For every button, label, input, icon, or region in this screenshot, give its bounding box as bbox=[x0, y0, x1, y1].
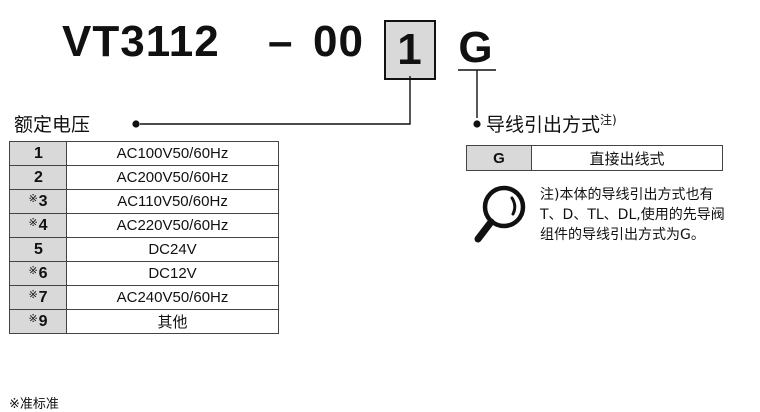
lead-title-note: 注) bbox=[600, 113, 617, 127]
voltage-value-cell: 其他 bbox=[66, 309, 279, 334]
voltage-code-cell: ※7 bbox=[9, 285, 67, 310]
voltage-code: 2 bbox=[34, 168, 43, 186]
footnote: ※准标准 bbox=[9, 397, 59, 412]
note-line: 注)本体的导线引出方式也有 bbox=[540, 187, 714, 203]
model-zeros: 00 bbox=[313, 17, 364, 66]
voltage-section-title: 额定电压 bbox=[14, 110, 90, 137]
voltage-value-cell: AC110V50/60Hz bbox=[66, 189, 279, 214]
voltage-value-cell: AC220V50/60Hz bbox=[66, 213, 279, 238]
note-line: T、D、TL、DL,使用的先导阀 bbox=[540, 207, 725, 223]
voltage-code-cell: ※3 bbox=[9, 189, 67, 214]
table-row: 5 DC24V bbox=[9, 237, 279, 262]
voltage-code-cell: 5 bbox=[9, 237, 67, 262]
voltage-code: 5 bbox=[34, 240, 43, 258]
voltage-code: 4 bbox=[38, 217, 48, 234]
lead-leader-dot bbox=[473, 120, 481, 128]
voltage-code-cell: ※6 bbox=[9, 261, 67, 286]
voltage-code-cell: 2 bbox=[9, 165, 67, 190]
voltage-value-cell: AC100V50/60Hz bbox=[66, 141, 279, 166]
voltage-code-cell: 1 bbox=[9, 141, 67, 166]
voltage-code: 9 bbox=[38, 313, 48, 330]
voltage-code: 1 bbox=[34, 144, 43, 162]
voltage-leader-dot bbox=[132, 120, 140, 128]
lead-code-cell: G bbox=[466, 145, 532, 171]
semi-standard-mark: ※ bbox=[28, 289, 38, 301]
lead-value-cell: 直接出线式 bbox=[531, 145, 723, 171]
semi-standard-mark: ※ bbox=[28, 313, 38, 325]
semi-standard-mark: ※ bbox=[28, 217, 38, 229]
voltage-value-cell: DC12V bbox=[66, 261, 279, 286]
voltage-value-cell: AC240V50/60Hz bbox=[66, 285, 279, 310]
magnifier-icon bbox=[474, 185, 526, 243]
model-dash: – bbox=[268, 17, 294, 66]
note-line: 组件的导线引出方式为G。 bbox=[540, 227, 705, 243]
table-row: 1 AC100V50/60Hz bbox=[9, 141, 279, 166]
voltage-code: 6 bbox=[38, 265, 48, 282]
voltage-code: 3 bbox=[38, 193, 48, 210]
voltage-code-cell: ※4 bbox=[9, 213, 67, 238]
voltage-title-text: 额定电压 bbox=[14, 114, 91, 136]
note-text: 注)本体的导线引出方式也有 T、D、TL、DL,使用的先导阀 组件的导线引出方式… bbox=[540, 185, 760, 245]
model-base: VT3112 bbox=[62, 17, 220, 66]
voltage-value-cell: AC200V50/60Hz bbox=[66, 165, 279, 190]
lead-title-text: 导线引出方式 bbox=[486, 114, 601, 136]
lead-code-box: G bbox=[458, 23, 494, 72]
semi-standard-mark: ※ bbox=[28, 265, 38, 277]
voltage-value-cell: DC24V bbox=[66, 237, 279, 262]
voltage-leader-line bbox=[140, 76, 411, 125]
voltage-code: 7 bbox=[38, 289, 48, 306]
semi-standard-mark: ※ bbox=[28, 193, 38, 205]
voltage-code-cell: ※9 bbox=[9, 309, 67, 334]
lead-section-title: 导线引出方式注) bbox=[486, 110, 617, 137]
table-row: 2 AC200V50/60Hz bbox=[9, 165, 279, 190]
